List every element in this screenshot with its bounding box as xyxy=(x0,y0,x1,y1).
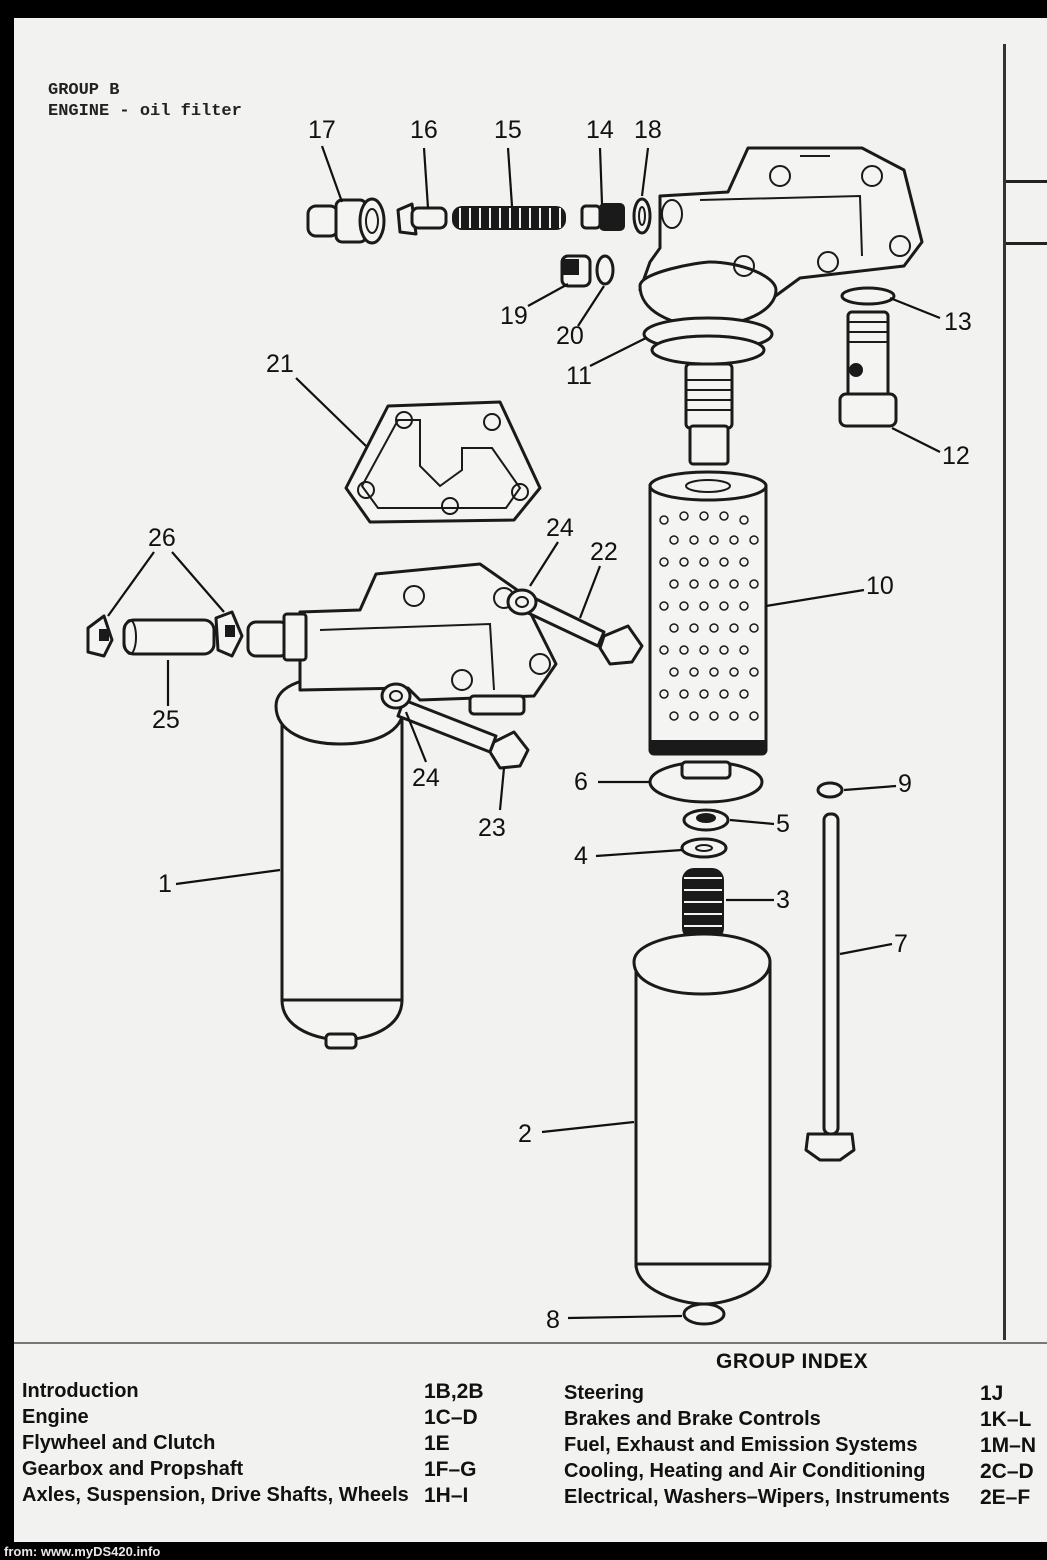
index-item-engine[interactable]: Engine xyxy=(22,1406,89,1428)
part-11-seals xyxy=(642,316,774,366)
filter-head-exploded xyxy=(638,146,924,328)
index-code-axles-suspension: 1H–I xyxy=(424,1484,469,1507)
callout-labels: 17 16 15 14 18 19 20 13 11 12 21 26 24 2… xyxy=(148,116,972,1334)
exploded-diagram: 17 16 15 14 18 19 20 13 11 12 21 26 24 2… xyxy=(86,116,972,1334)
index-code-steering: 1J xyxy=(980,1382,1004,1405)
callout-15: 15 xyxy=(494,116,522,144)
leader-lines xyxy=(107,145,941,1320)
divider-tick xyxy=(1006,180,1047,183)
callout-13: 13 xyxy=(944,308,972,336)
callout-24-top: 24 xyxy=(546,514,574,542)
callout-10: 10 xyxy=(866,572,894,600)
part-6-plate xyxy=(648,760,764,804)
part-24-washer-top xyxy=(506,588,538,616)
part-13-seal xyxy=(840,286,896,306)
callout-26: 26 xyxy=(148,524,176,552)
part-1-filter-assembly xyxy=(274,674,406,1050)
index-code-brakes: 1K–L xyxy=(980,1408,1032,1431)
index-item-brakes[interactable]: Brakes and Brake Controls xyxy=(564,1408,821,1430)
group-index-title: GROUP INDEX xyxy=(716,1350,869,1373)
callout-17: 17 xyxy=(308,116,336,144)
part-21-gasket xyxy=(344,400,542,524)
filter-centre-tube xyxy=(684,362,734,466)
part-24-washer-bottom xyxy=(380,682,412,710)
callout-19: 19 xyxy=(500,302,528,330)
callout-14: 14 xyxy=(586,116,614,144)
index-item-electrical[interactable]: Electrical, Washers–Wipers, Instruments xyxy=(564,1486,950,1508)
callout-3: 3 xyxy=(776,886,790,914)
index-code-engine: 1C–D xyxy=(424,1406,478,1429)
callout-9: 9 xyxy=(898,770,912,798)
part-20-washer xyxy=(595,254,615,286)
part-7-bolt xyxy=(804,812,856,1162)
part-19-plug xyxy=(560,254,592,288)
source-credit: from: www.myDS420.info xyxy=(4,1544,161,1559)
index-item-fuel-exhaust[interactable]: Fuel, Exhaust and Emission Systems xyxy=(564,1434,918,1456)
part-9-washer xyxy=(816,781,844,799)
page-header: GROUP B ENGINE - oil filter xyxy=(48,80,242,122)
part-16-plunger xyxy=(396,202,448,236)
section-subtitle: ENGINE - oil filter xyxy=(48,102,242,121)
footer-divider xyxy=(14,1342,1047,1344)
callout-23: 23 xyxy=(478,814,506,842)
paper-sheet xyxy=(14,18,1047,1542)
callout-8: 8 xyxy=(546,1306,560,1334)
callout-24-bottom: 24 xyxy=(412,764,440,792)
index-code-flywheel-clutch: 1E xyxy=(424,1432,450,1455)
part-3-spring xyxy=(682,868,724,940)
part-14-valve xyxy=(580,203,625,231)
part-4-washer xyxy=(680,837,728,859)
index-item-introduction[interactable]: Introduction xyxy=(22,1380,139,1402)
index-code-fuel-exhaust: 1M–N xyxy=(980,1434,1037,1457)
index-item-steering[interactable]: Steering xyxy=(564,1382,645,1404)
index-code-introduction: 1B,2B xyxy=(424,1380,484,1403)
callout-7: 7 xyxy=(894,930,908,958)
index-code-electrical: 2E–F xyxy=(980,1486,1031,1509)
callout-5: 5 xyxy=(776,810,790,838)
callout-25: 25 xyxy=(152,706,180,734)
callout-6: 6 xyxy=(574,768,588,796)
part-17-adaptor xyxy=(306,197,386,245)
callout-1: 1 xyxy=(158,870,172,898)
part-25-hose xyxy=(122,618,216,656)
index-item-gearbox-propshaft[interactable]: Gearbox and Propshaft xyxy=(22,1458,244,1480)
index-code-cooling-heating: 2C–D xyxy=(980,1460,1034,1483)
part-10-filter-element xyxy=(648,470,768,756)
callout-18: 18 xyxy=(634,116,662,144)
part-5-washer xyxy=(682,808,730,832)
callout-11: 11 xyxy=(566,362,592,390)
part-8-washer xyxy=(682,1302,726,1326)
part-12-bolt xyxy=(838,310,898,428)
left-filter-head xyxy=(246,562,558,716)
callout-12: 12 xyxy=(942,442,970,470)
index-item-cooling-heating[interactable]: Cooling, Heating and Air Conditioning xyxy=(564,1460,926,1482)
column-divider xyxy=(1003,44,1006,1340)
index-item-flywheel-clutch[interactable]: Flywheel and Clutch xyxy=(22,1432,216,1454)
part-2-canister xyxy=(632,932,772,1306)
part-18-washer xyxy=(632,197,652,235)
callout-2: 2 xyxy=(518,1120,532,1148)
callout-21: 21 xyxy=(266,350,294,378)
part-23-bolt xyxy=(396,698,530,770)
element-perforations xyxy=(659,511,759,721)
part-15-spring xyxy=(452,206,566,230)
callout-20: 20 xyxy=(556,322,584,350)
callout-4: 4 xyxy=(574,842,588,870)
group-label: GROUP B xyxy=(48,81,120,100)
divider-tick xyxy=(1006,242,1047,245)
callout-16: 16 xyxy=(410,116,438,144)
callout-22: 22 xyxy=(590,538,618,566)
index-item-axles-suspension[interactable]: Axles, Suspension, Drive Shafts, Wheels xyxy=(22,1484,409,1506)
index-code-gearbox-propshaft: 1F–G xyxy=(424,1458,477,1481)
part-26-clips xyxy=(86,610,244,658)
